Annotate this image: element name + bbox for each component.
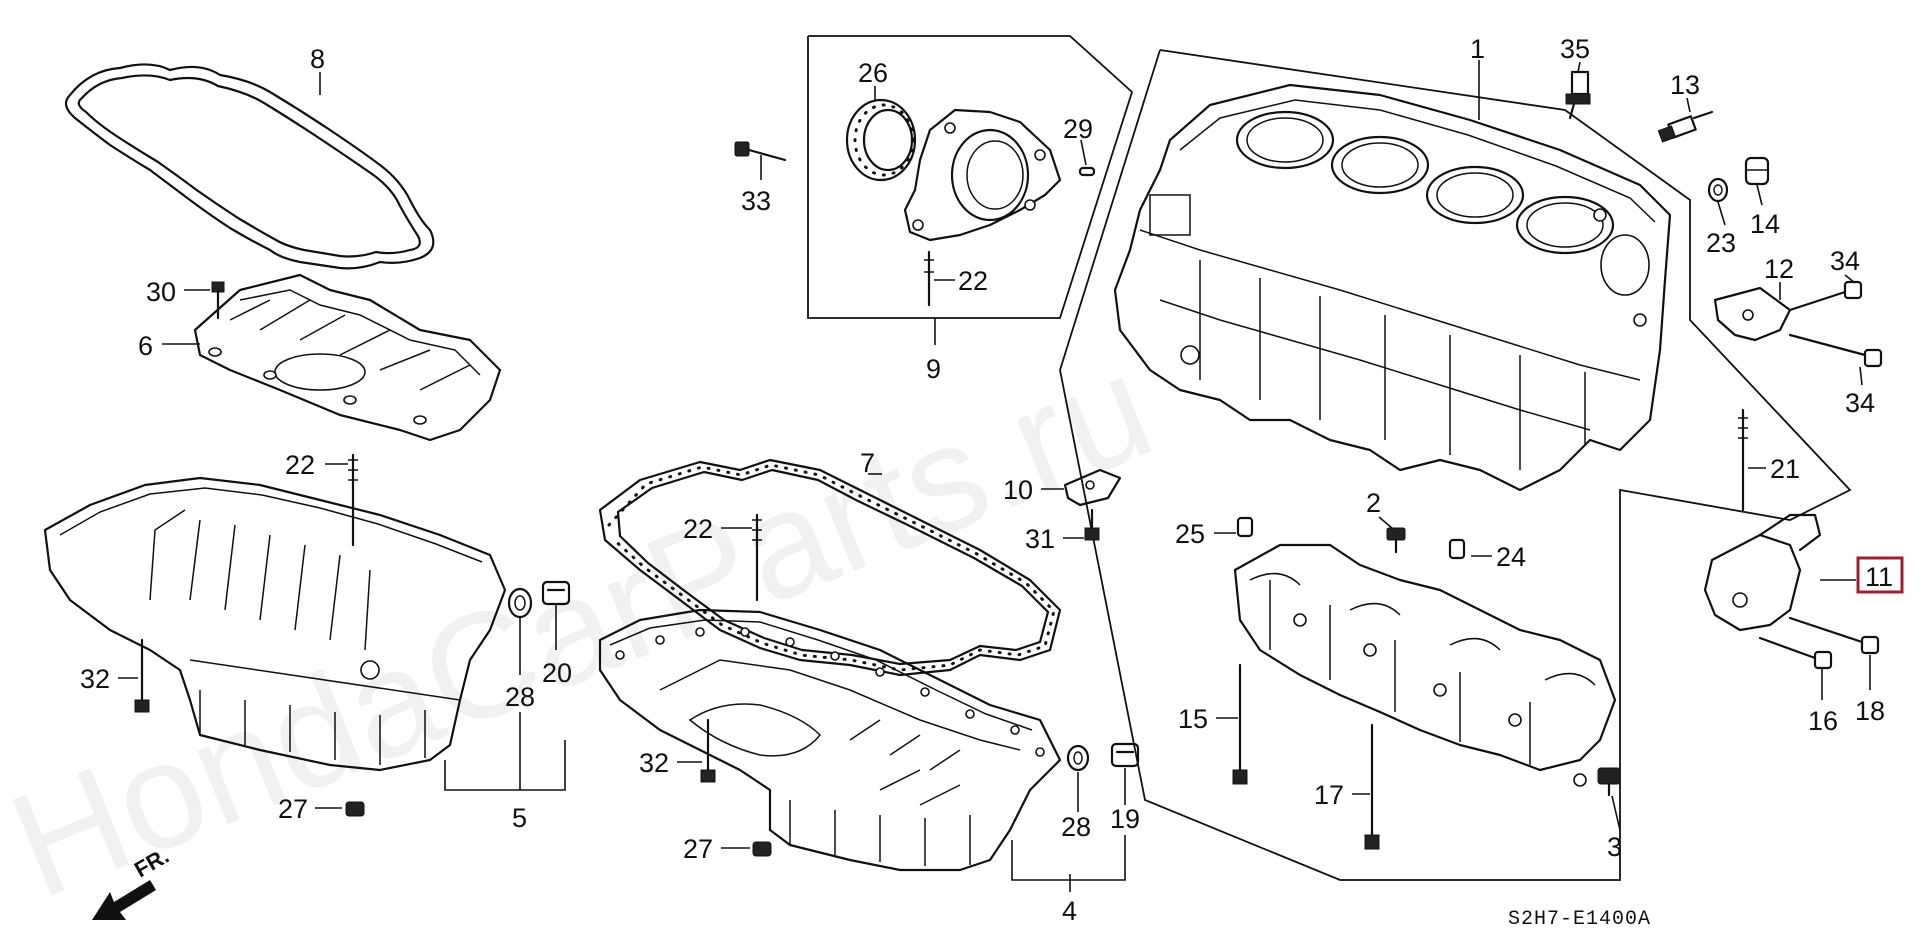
callout-1[interactable]: 1 [1470, 34, 1485, 64]
bolt-2[interactable] [1386, 527, 1406, 554]
callout-19[interactable]: 19 [1110, 804, 1140, 834]
callout-17[interactable]: 17 [1314, 780, 1344, 810]
callout-26[interactable]: 26 [858, 58, 888, 88]
callout-30[interactable]: 30 [146, 277, 176, 307]
stud-bolt-22-center[interactable] [752, 513, 762, 602]
callout-22-center[interactable]: 22 [683, 514, 713, 544]
dowel-pin-29[interactable] [1078, 166, 1096, 177]
arrow-icon [92, 880, 156, 920]
stud-bolt-21[interactable] [1738, 408, 1748, 512]
oil-pan-gasket-8[interactable] [64, 63, 435, 270]
watermark: HondaCarParts.ru [0, 321, 1173, 930]
sensor-13[interactable] [1657, 110, 1714, 143]
bolt-33[interactable] [734, 141, 787, 162]
callout-4[interactable]: 4 [1062, 896, 1077, 926]
callout-11[interactable]: 11 [1865, 562, 1893, 592]
washer-23[interactable] [1707, 177, 1729, 203]
callout-22-seal[interactable]: 22 [958, 266, 988, 296]
bolt-3[interactable] [1597, 767, 1621, 797]
cylinder-block-frame [1059, 49, 1852, 881]
callout-18[interactable]: 18 [1855, 696, 1885, 726]
sensor-35[interactable] [1565, 70, 1591, 120]
bracket-12[interactable] [1713, 286, 1792, 342]
callout-5[interactable]: 5 [512, 803, 527, 833]
stud-bolt-22-seal-case[interactable] [924, 250, 934, 307]
callout-31[interactable]: 31 [1025, 524, 1055, 554]
callout-11-highlight[interactable]: 11 [1856, 556, 1904, 594]
callout-6[interactable]: 6 [138, 331, 153, 361]
oil-seal-26[interactable] [845, 98, 917, 182]
oil-pan-left-5[interactable] [43, 476, 507, 772]
callout-16[interactable]: 16 [1808, 706, 1838, 736]
oil-pan-center-4[interactable] [598, 608, 1062, 872]
bolt-32-center[interactable] [700, 718, 716, 783]
bearing-cap-bridge[interactable] [1233, 543, 1617, 787]
callout-22-left[interactable]: 22 [285, 450, 315, 480]
bolt-30[interactable] [211, 281, 225, 320]
callout-28-left[interactable]: 28 [505, 682, 535, 712]
nut-27-center[interactable] [752, 841, 772, 857]
bracket-11[interactable] [1703, 513, 1822, 632]
callout-25[interactable]: 25 [1175, 519, 1205, 549]
long-bolt-17[interactable] [1364, 723, 1380, 850]
callout-35[interactable]: 35 [1560, 34, 1590, 64]
callout-34-upper[interactable]: 34 [1830, 246, 1860, 276]
oil-seal-case-frame [807, 35, 1134, 319]
baffle-plate-6[interactable] [193, 273, 502, 442]
callout-9[interactable]: 9 [926, 354, 941, 384]
oil-seal-case-9[interactable] [903, 108, 1062, 242]
bolt-34-upper[interactable] [1788, 280, 1863, 312]
bolt-18[interactable] [1788, 616, 1880, 655]
callout-3[interactable]: 3 [1607, 832, 1622, 862]
callout-29[interactable]: 29 [1063, 114, 1093, 144]
callout-13[interactable]: 13 [1670, 70, 1700, 100]
stud-bolt-22-left[interactable] [348, 453, 358, 547]
callout-23[interactable]: 23 [1706, 228, 1736, 258]
callout-8[interactable]: 8 [310, 44, 325, 74]
callout-14[interactable]: 14 [1750, 209, 1780, 239]
washer-28-center[interactable] [1066, 744, 1090, 772]
callout-34-lower[interactable]: 34 [1845, 388, 1875, 418]
bolt-31[interactable] [1084, 508, 1100, 541]
callout-12[interactable]: 12 [1764, 254, 1794, 284]
dowel-pin-25[interactable] [1236, 516, 1254, 538]
dowel-pin-24[interactable] [1448, 538, 1466, 560]
nut-27-left[interactable] [345, 801, 365, 817]
long-bolt-15[interactable] [1232, 663, 1248, 785]
bolt-34-lower[interactable] [1788, 333, 1883, 368]
bracket-10[interactable] [1063, 468, 1122, 507]
callout-10[interactable]: 10 [1003, 475, 1033, 505]
callout-33[interactable]: 33 [741, 186, 771, 216]
callout-24[interactable]: 24 [1496, 542, 1526, 572]
drain-plug-19[interactable] [1110, 742, 1140, 768]
leader-lines [118, 60, 1871, 892]
callout-2[interactable]: 2 [1366, 488, 1381, 518]
callout-32-left[interactable]: 32 [80, 664, 110, 694]
callout-27-left[interactable]: 27 [278, 794, 308, 824]
callout-20[interactable]: 20 [542, 658, 572, 688]
oil-pan-gasket-7[interactable] [598, 458, 1062, 677]
drawing-code: S2H7-E1400A [1508, 908, 1651, 931]
callout-32-center[interactable]: 32 [639, 748, 669, 778]
bolt-32-left[interactable] [134, 638, 150, 713]
bolt-16[interactable] [1758, 636, 1833, 670]
callout-27-center[interactable]: 27 [683, 834, 713, 864]
callout-28-center[interactable]: 28 [1061, 812, 1091, 842]
callout-21[interactable]: 21 [1770, 454, 1800, 484]
callout-7[interactable]: 7 [860, 448, 875, 478]
callout-15[interactable]: 15 [1178, 704, 1208, 734]
cylinder-block-1[interactable] [1113, 83, 1672, 492]
callout-labels: 8 30 6 22 32 27 5 28 20 7 22 32 27 28 19… [80, 34, 1904, 926]
plug-bolt-14[interactable] [1744, 156, 1770, 186]
